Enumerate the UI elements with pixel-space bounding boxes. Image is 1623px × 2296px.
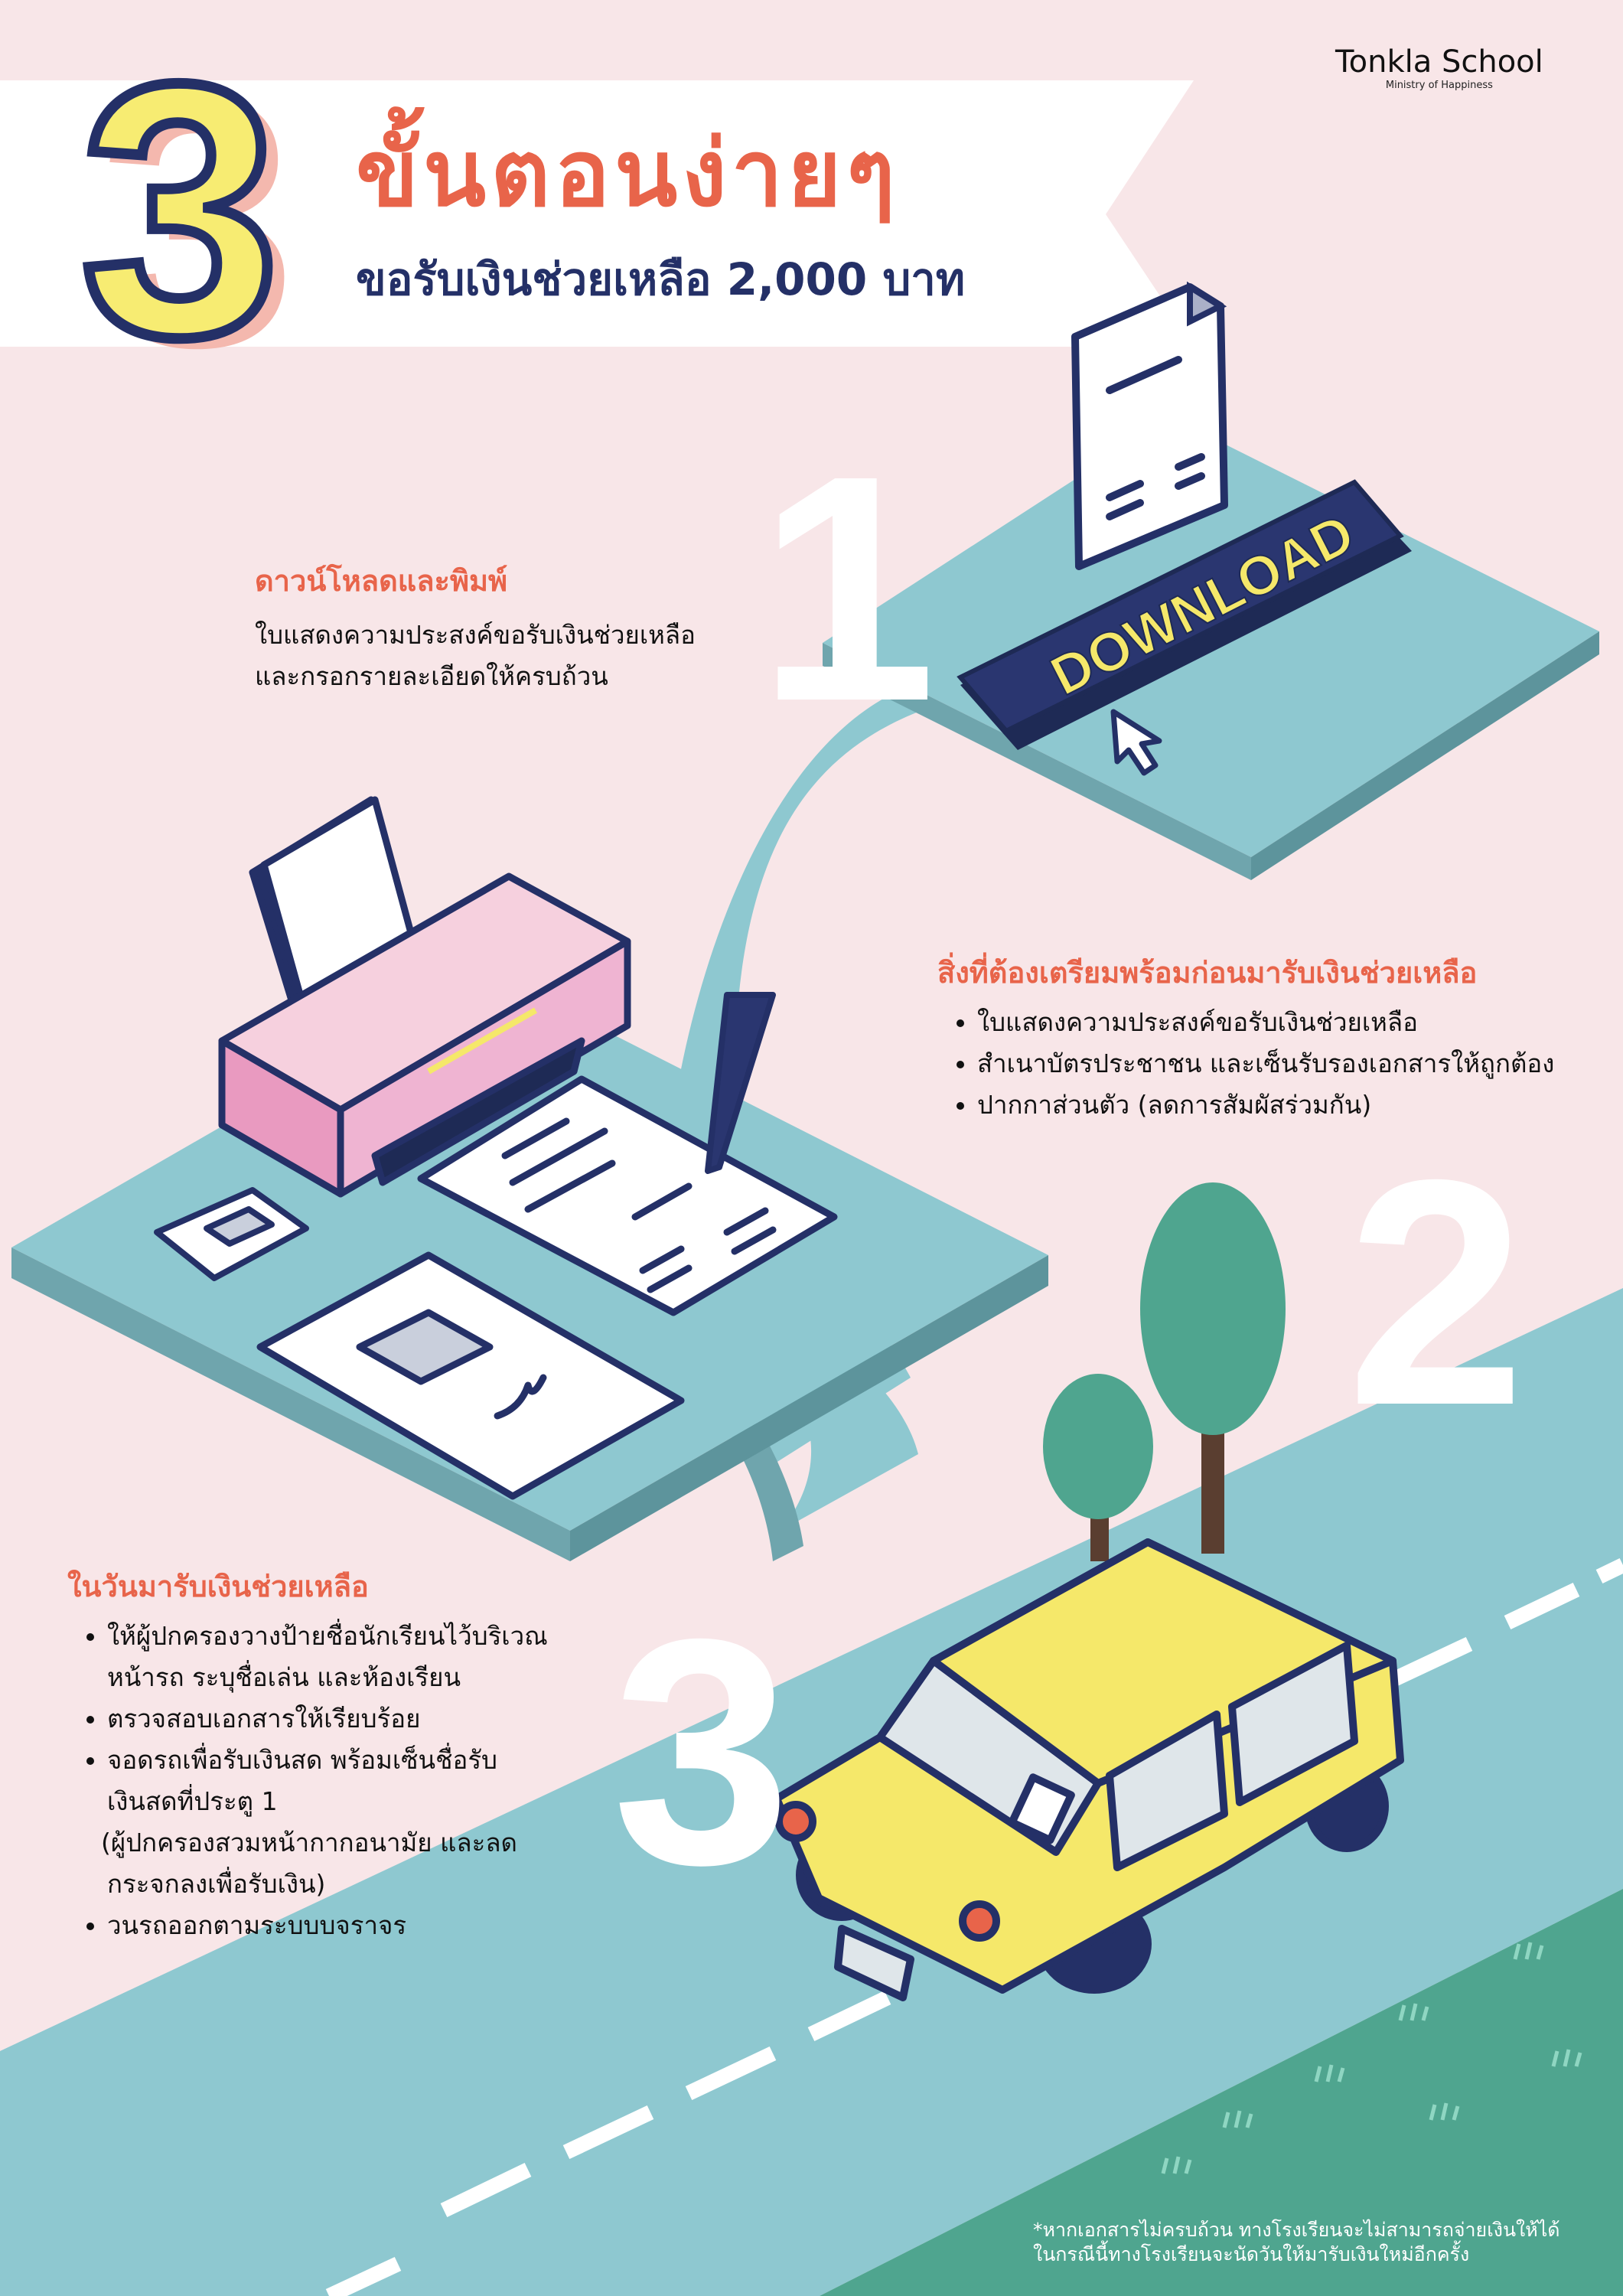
pen-icon — [705, 992, 776, 1174]
bullet-line: ให้ผู้ปกครองวางป้ายชื่อนักเรียนไว้บริเวณ — [107, 1621, 548, 1651]
school-logo: Tonkla School Ministry of Happiness — [1335, 44, 1543, 91]
footnote-line: ในกรณีนี้ทางโรงเรียนจะนัดวันให้มารับเงิน… — [1033, 2243, 1470, 2265]
footnote-line: *หากเอกสารไม่ครบถ้วน ทางโรงเรียนจะไม่สาม… — [1033, 2219, 1560, 2241]
step-3-bullet: จอดรถเพื่อรับเงินสด พร้อมเซ็นชื่อรับ เงิ… — [101, 1740, 548, 1905]
step-2-bullet: ปากกาส่วนตัว (ลดการสัมผัสร่วมกัน) — [977, 1084, 1554, 1126]
step-1-heading: ดาวน์โหลดและพิมพ์ — [255, 564, 508, 598]
grass — [820, 1889, 1623, 2296]
bullet-line: จอดรถเพื่อรับเงินสด พร้อมเซ็นชื่อรับ — [107, 1745, 498, 1775]
road-dashes — [325, 1557, 1623, 2296]
bullet-line: วนรถออกตามระบบบจราจร — [107, 1910, 407, 1940]
step-1-line: ใบแสดงความประสงค์ขอรับเงินช่วยเหลือ — [255, 620, 696, 650]
bullet-line: ตรวจสอบเอกสารให้เรียบร้อย — [107, 1704, 421, 1733]
step-3-bullet: วนรถออกตามระบบบจราจร — [107, 1905, 548, 1946]
step-2-heading: สิ่งที่ต้องเตรียมพร้อมก่อนมารับเงินช่วยเ… — [937, 956, 1478, 990]
document-icon — [1071, 281, 1228, 570]
step-3-number: 3 — [612, 1573, 791, 1932]
step-2-bullet: ใบแสดงความประสงค์ขอรับเงินช่วยเหลือ — [977, 1002, 1554, 1043]
printer-icon — [218, 796, 631, 1198]
header-number: 3 — [75, 9, 285, 411]
step-2: สิ่งที่ต้องเตรียมพร้อมก่อนมารับเงินช่วยเ… — [937, 949, 1554, 1126]
step-2-number: 2 — [1347, 1114, 1526, 1473]
cursor-icon — [1110, 709, 1162, 776]
logo-name: Tonkla School — [1335, 44, 1543, 80]
bullet-line: กระจกลงเพื่อรับเงิน) — [107, 1869, 326, 1899]
car-icon — [773, 1538, 1404, 2001]
step-3-bullet: ให้ผู้ปกครองวางป้ายชื่อนักเรียนไว้บริเวณ… — [107, 1616, 548, 1698]
step-1: ดาวน์โหลดและพิมพ์ ใบแสดงความประสงค์ขอรับ… — [255, 557, 696, 697]
bullet-line: หน้ารถ ระบุชื่อเล่น และห้องเรียน — [107, 1662, 461, 1692]
footnote: *หากเอกสารไม่ครบถ้วน ทางโรงเรียนจะไม่สาม… — [1033, 2218, 1560, 2267]
signed-document-icon — [256, 1251, 685, 1500]
bullet-line: เงินสดที่ประตู 1 — [107, 1786, 278, 1816]
form-paper — [417, 1075, 838, 1316]
step-1-number: 1 — [758, 409, 937, 768]
step-1-line: และกรอกรายละเอียดให้ครบถ้วน — [255, 661, 608, 691]
bullet-line: (ผู้ปกครองสวมหน้ากากอนามัย และลด — [101, 1828, 517, 1857]
header-banner — [0, 80, 1194, 347]
id-card-icon — [154, 1187, 309, 1281]
logo-tagline: Ministry of Happiness — [1385, 80, 1493, 91]
step-3-heading: ในวันมารับเงินช่วยเหลือ — [67, 1570, 369, 1603]
step-2-bullet: สำเนาบัตรประชาชน และเซ็นรับรองเอกสารให้ถ… — [977, 1043, 1554, 1084]
header-subtitle: ขอรับเงินช่วยเหลือ 2,000 บาท — [356, 253, 966, 305]
tree-icon — [1043, 1182, 1286, 1561]
header-title: ขั้นตอนง่ายๆ — [356, 121, 900, 227]
grass-tufts — [1161, 1942, 1582, 2174]
step-3: ในวันมารับเงินช่วยเหลือ ให้ผู้ปกครองวางป… — [67, 1563, 548, 1946]
step-3-bullet: ตรวจสอบเอกสารให้เรียบร้อย — [107, 1698, 548, 1740]
